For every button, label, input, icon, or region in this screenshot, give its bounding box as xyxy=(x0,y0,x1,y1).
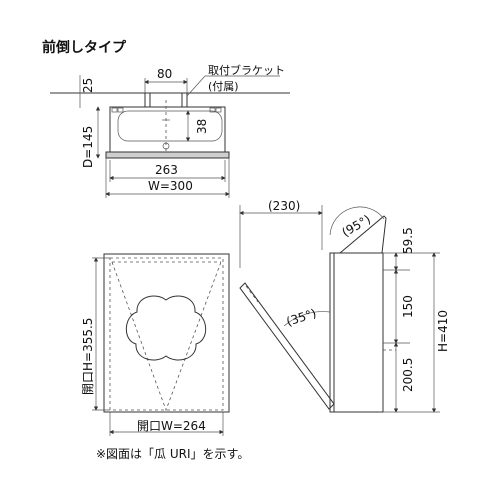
dim-263: 263 xyxy=(155,163,178,177)
dim-opening-width: 開口W=264 xyxy=(137,419,206,433)
dim-59-5: 59.5 xyxy=(401,227,415,254)
dim-230: (230) xyxy=(268,199,300,213)
front-view-body xyxy=(103,253,230,413)
dim-38: 38 xyxy=(195,119,209,134)
side-view-body xyxy=(329,252,384,413)
side-view: (230) (95°) (35°) 59.5 150 200.5 H=410 xyxy=(239,199,450,413)
page-title: 前倒しタイプ xyxy=(42,39,127,56)
dim-150: 150 xyxy=(401,295,415,318)
dim-opening-height: 開口H=355.5 xyxy=(81,318,95,395)
top-view-body xyxy=(109,106,226,153)
front-view: 開口H=355.5 開口W=264 xyxy=(81,253,230,436)
lid-plate xyxy=(105,151,230,159)
angle-95: (95°) xyxy=(340,212,374,239)
top-view: 80 取付ブラケット (付属) 25 38 D=145 263 xyxy=(50,63,290,198)
bracket-label: 取付ブラケット xyxy=(208,63,285,77)
dim-200-5: 200.5 xyxy=(401,358,415,392)
dim-width: W=300 xyxy=(148,179,193,193)
dim-depth: D=145 xyxy=(81,126,95,168)
footnote: ※図面は「瓜 URI」を示す。 xyxy=(96,447,249,461)
lid-open-35 xyxy=(239,282,335,410)
uri-flower-cutout xyxy=(125,295,207,361)
lid-open-95 xyxy=(338,215,387,254)
dim-height: H=410 xyxy=(436,310,450,352)
dim-top: 25 xyxy=(81,78,95,93)
dim-bracket-width: 80 xyxy=(157,67,172,81)
bracket-label-sub: (付属) xyxy=(208,80,239,93)
angle-35: (35°) xyxy=(285,306,318,329)
